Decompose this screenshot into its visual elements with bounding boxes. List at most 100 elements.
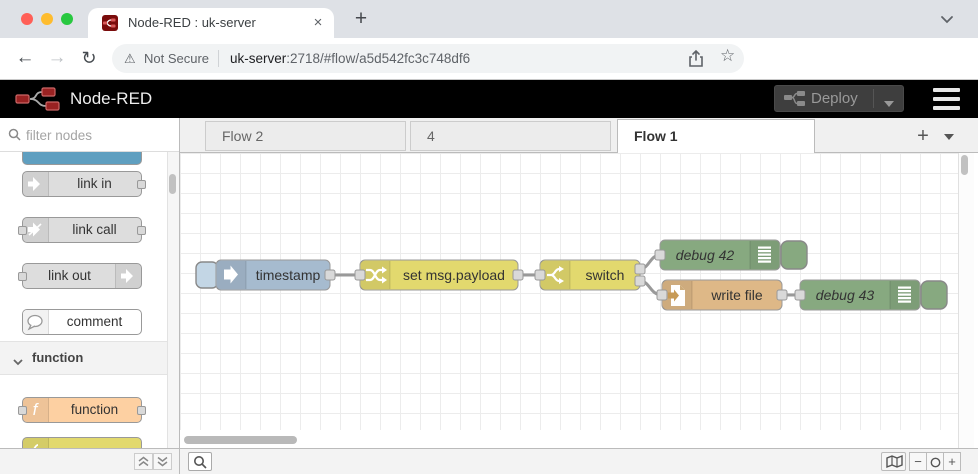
- palette-node-link-out[interactable]: link out: [18, 263, 142, 289]
- new-tab-button[interactable]: +: [354, 7, 368, 30]
- input-port[interactable]: [18, 272, 27, 281]
- output-port[interactable]: [324, 269, 336, 281]
- filter-nodes-input[interactable]: [24, 124, 168, 146]
- node-inject[interactable]: timestamp: [195, 259, 336, 291]
- input-port[interactable]: [18, 406, 27, 415]
- canvas-hscrollbar-thumb[interactable]: [184, 436, 297, 444]
- link-call-icon: [23, 218, 49, 242]
- main-menu-icon[interactable]: [930, 87, 964, 111]
- forward-button[interactable]: →: [47, 47, 67, 68]
- node-red-logo: [14, 86, 64, 117]
- palette-node-partial-switch[interactable]: [22, 437, 142, 448]
- node-label: set msg.payload: [403, 267, 505, 283]
- svg-text:f: f: [33, 400, 40, 419]
- node-red-favicon: [102, 15, 118, 31]
- node-debug-43[interactable]: debug 43: [794, 279, 948, 311]
- node-label: debug 42: [676, 247, 735, 263]
- palette-node-list: link in link call link out: [0, 152, 179, 448]
- maximize-window-button[interactable]: [61, 13, 73, 25]
- debug-toggle-button[interactable]: [920, 280, 948, 310]
- tab-4[interactable]: 4: [410, 121, 611, 151]
- palette-node-link-call[interactable]: link call: [18, 217, 146, 243]
- debug-console-icon: [898, 286, 911, 303]
- switch-icon: [23, 438, 49, 448]
- palette-node-partial[interactable]: [22, 152, 142, 165]
- tab-flow-1[interactable]: Flow 1: [617, 119, 815, 153]
- tab-search-chevron-icon[interactable]: [938, 11, 956, 32]
- input-port[interactable]: [354, 269, 366, 281]
- output-port[interactable]: [776, 289, 788, 301]
- comment-bubble-icon: [23, 310, 49, 334]
- deploy-options-chevron-icon[interactable]: [882, 96, 896, 114]
- add-flow-button[interactable]: +: [917, 125, 929, 147]
- tab-label: Flow 2: [222, 128, 264, 144]
- input-port[interactable]: [656, 289, 668, 301]
- close-window-button[interactable]: [21, 13, 33, 25]
- node-write-file[interactable]: write file: [656, 279, 788, 311]
- output-port[interactable]: [137, 226, 146, 235]
- omnibox-divider: [218, 50, 219, 67]
- minimize-window-button[interactable]: [41, 13, 53, 25]
- tab-flow-2[interactable]: Flow 2: [205, 121, 406, 151]
- browser-tab[interactable]: Node-RED : uk-server ×: [88, 8, 334, 38]
- navigator-map-button[interactable]: [881, 452, 906, 471]
- palette-category-function[interactable]: function: [0, 341, 167, 375]
- inject-icon: [224, 265, 238, 284]
- chevron-down-icon: [12, 354, 24, 372]
- deploy-icon: [783, 91, 807, 112]
- node-change[interactable]: set msg.payload: [354, 259, 524, 291]
- share-icon[interactable]: [688, 49, 704, 73]
- url-host: uk-server: [230, 51, 287, 66]
- output-port[interactable]: [512, 269, 524, 281]
- output-port[interactable]: [137, 406, 146, 415]
- debug-console-icon: [758, 246, 771, 263]
- search-flows-button[interactable]: [188, 452, 212, 471]
- link-icon: [23, 172, 49, 196]
- address-bar[interactable]: ⚠ Not Secure uk-server:2718/#flow/a5d542…: [112, 44, 744, 73]
- switch-icon: [547, 266, 564, 284]
- browser-tab-title: Node-RED : uk-server: [128, 15, 256, 30]
- output-port[interactable]: [137, 180, 146, 189]
- input-port[interactable]: [18, 226, 27, 235]
- inject-trigger-button[interactable]: [195, 261, 219, 289]
- palette-scrollbar-track[interactable]: [167, 152, 179, 448]
- bookmark-star-icon[interactable]: ☆: [720, 46, 736, 65]
- palette-node-function[interactable]: f function: [18, 397, 146, 423]
- url-text[interactable]: uk-server:2718/#flow/a5d542fc3c748df6: [230, 44, 470, 73]
- palette-scrollbar-thumb[interactable]: [169, 174, 176, 194]
- browser-toolbar: ← → ↻ ⚠ Not Secure uk-server:2718/#flow/…: [0, 38, 978, 109]
- zoom-in-button[interactable]: +: [943, 452, 961, 471]
- zoom-reset-button[interactable]: [926, 452, 944, 471]
- deploy-divider: [873, 89, 874, 108]
- function-icon: f: [23, 398, 49, 422]
- debug-toggle-button[interactable]: [780, 240, 808, 270]
- palette-collapse-down-button[interactable]: [153, 453, 172, 470]
- palette-node-label: function: [70, 402, 119, 417]
- flow-diagram: timestamp set msg.payload: [195, 239, 948, 311]
- zoom-out-button[interactable]: −: [909, 452, 927, 471]
- node-label: debug 43: [816, 287, 875, 303]
- flow-list-chevron-icon[interactable]: [942, 129, 956, 147]
- shuffle-icon: [366, 266, 387, 284]
- not-secure-warning-icon[interactable]: ⚠: [124, 51, 136, 66]
- palette-node-link-in[interactable]: link in: [22, 171, 146, 197]
- input-port[interactable]: [534, 269, 546, 281]
- deploy-button[interactable]: Deploy: [774, 85, 904, 112]
- palette-sidebar: link in link call link out: [0, 118, 180, 448]
- reload-button[interactable]: ↻: [81, 48, 97, 68]
- close-tab-icon[interactable]: ×: [313, 14, 323, 31]
- palette-collapse-up-button[interactable]: [134, 453, 153, 470]
- input-port[interactable]: [794, 289, 806, 301]
- input-port[interactable]: [654, 249, 666, 261]
- output-port-2[interactable]: [634, 275, 646, 287]
- canvas-vscrollbar-track[interactable]: [958, 153, 974, 448]
- node-debug-42[interactable]: debug 42: [654, 239, 808, 271]
- output-port-1[interactable]: [634, 263, 646, 275]
- tab-label: 4: [427, 128, 435, 144]
- palette-node-comment[interactable]: comment: [22, 309, 142, 335]
- canvas-vscrollbar-thumb[interactable]: [961, 155, 968, 175]
- palette-footer: [0, 448, 180, 474]
- back-button[interactable]: ←: [15, 47, 35, 68]
- node-switch[interactable]: switch: [534, 259, 646, 291]
